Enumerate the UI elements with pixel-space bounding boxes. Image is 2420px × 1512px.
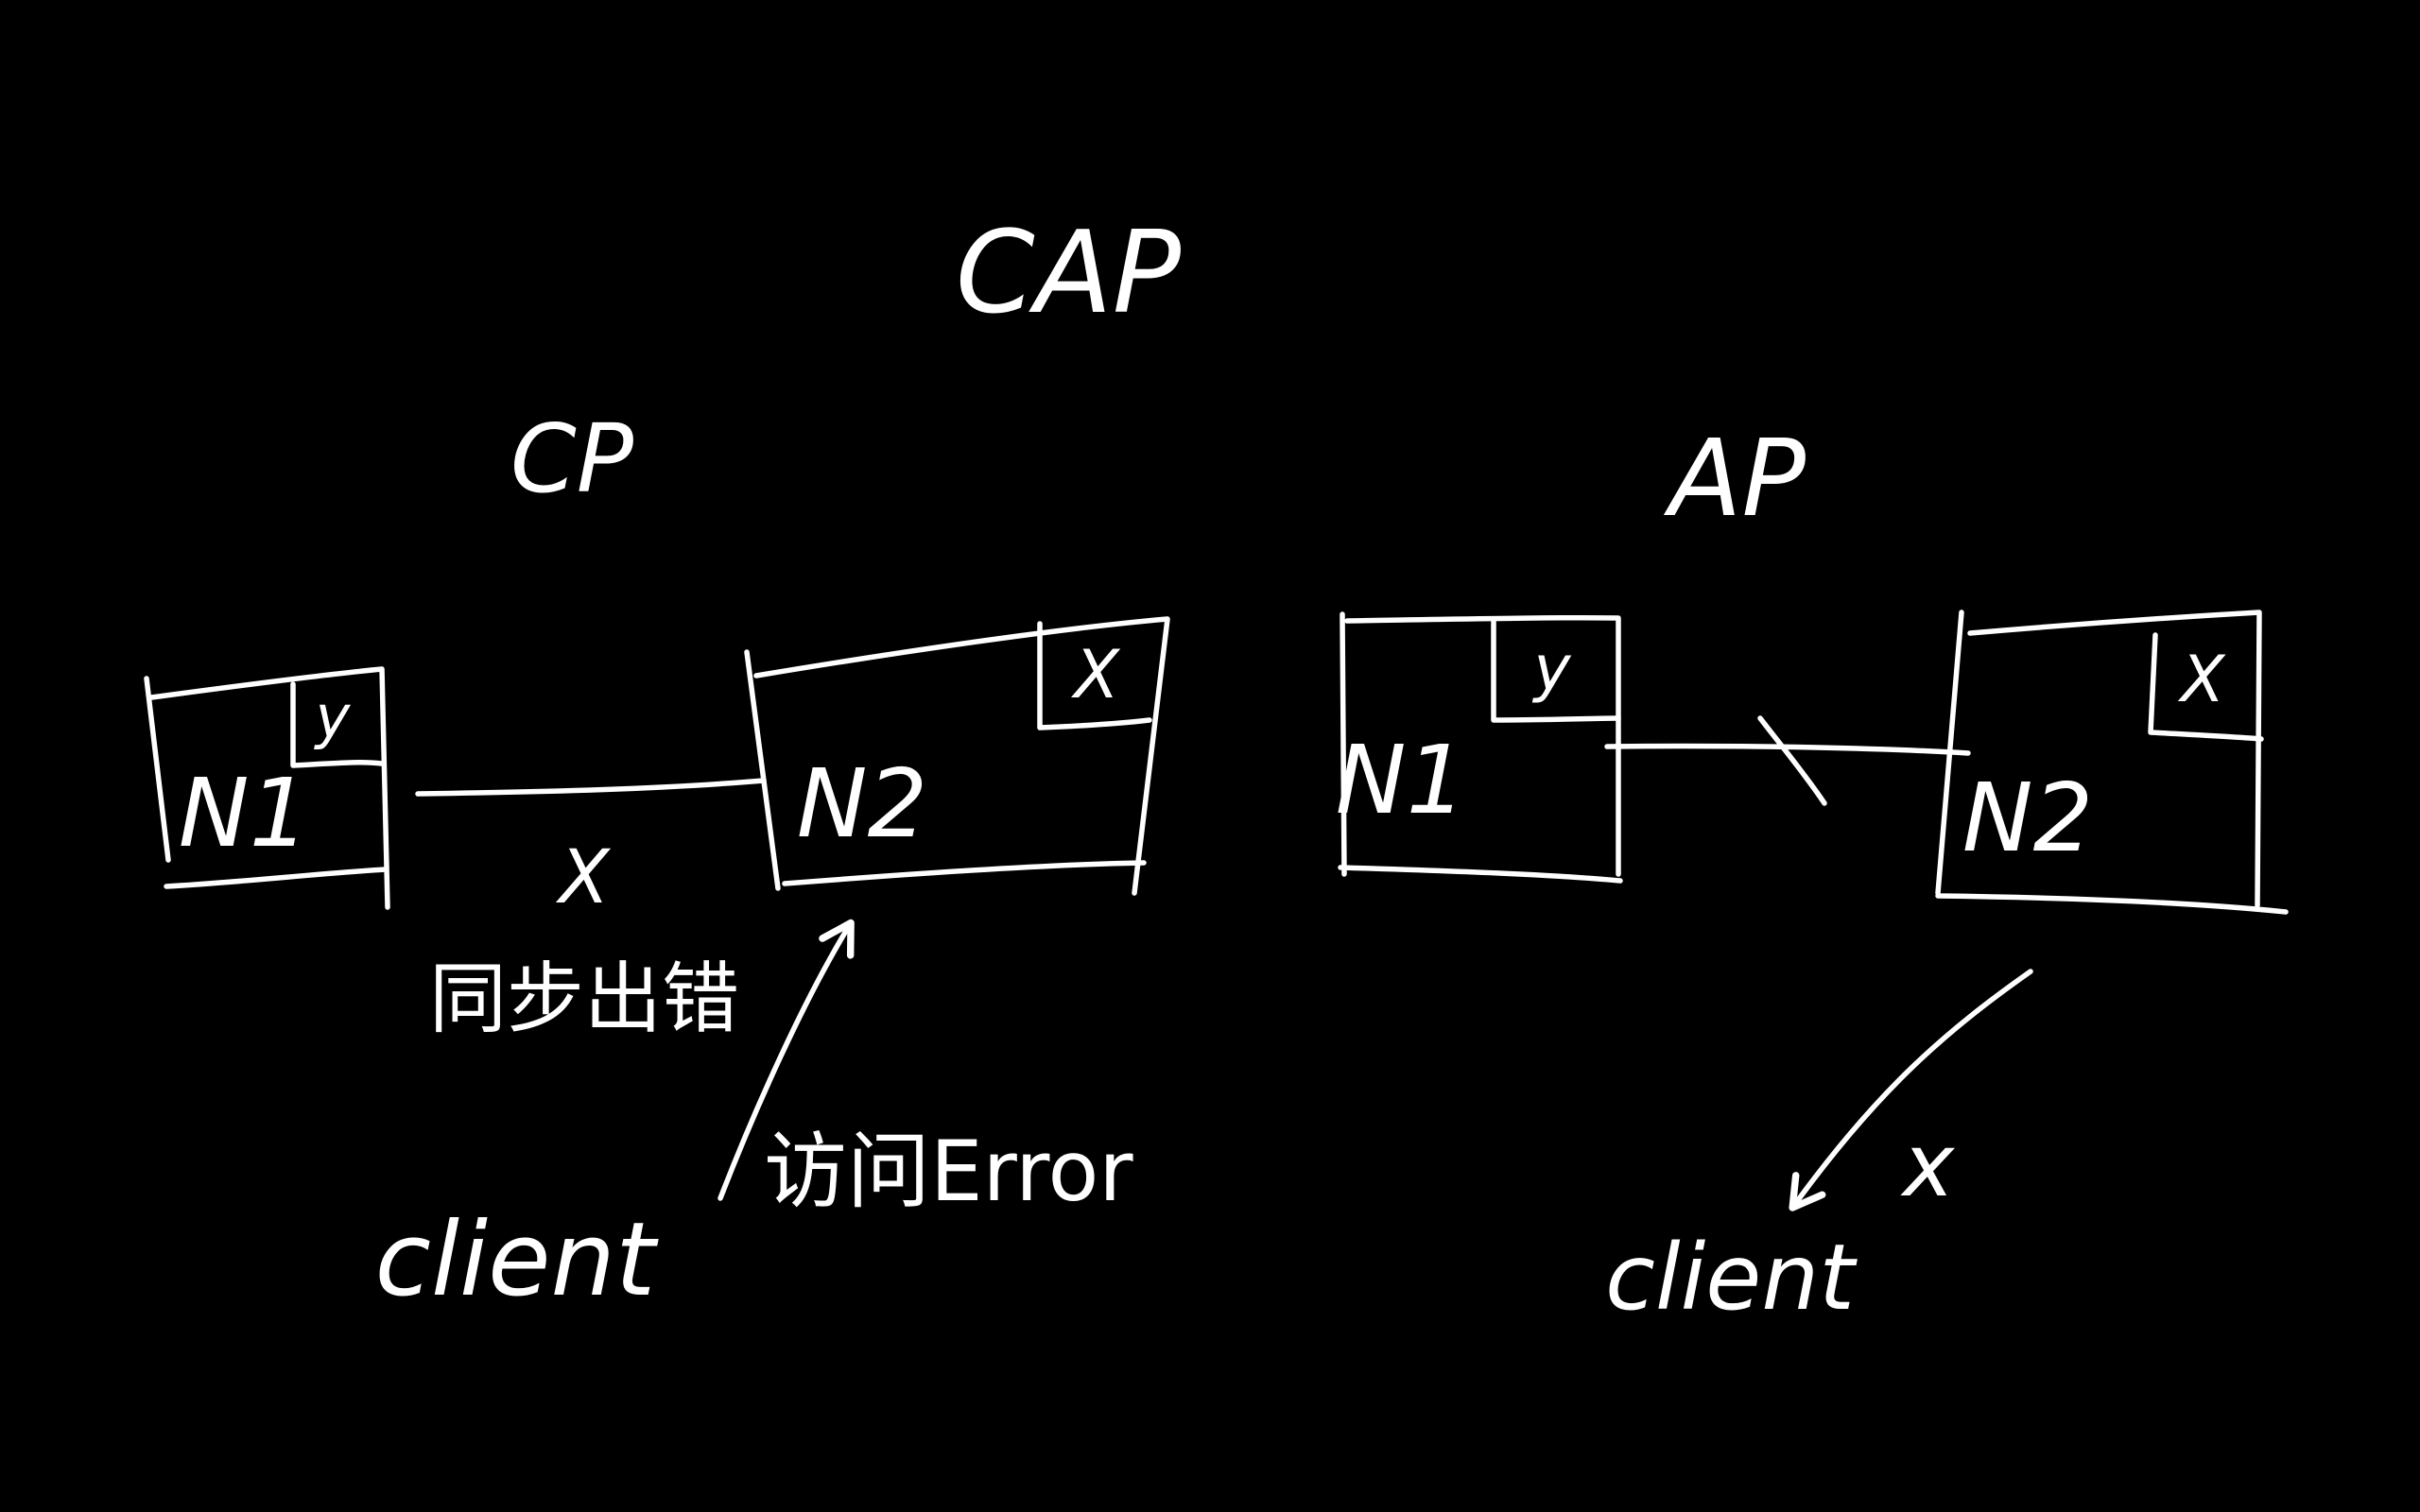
diagram-title: CAP [956, 208, 1182, 339]
cp-node-n1-name: N1 [179, 758, 309, 868]
cp-sync-error: 同步出错 [429, 954, 739, 1044]
ap-node-n1-value: y [1531, 632, 1571, 705]
cp-request-arrow [717, 919, 855, 1201]
cp-node-n1-value: y [314, 682, 352, 751]
ap-section: AP y N1 X N2 x client [1336, 418, 2289, 1331]
ap-node-n2-value-box [2148, 632, 2264, 742]
ap-link [1604, 743, 1971, 756]
ap-node-n2-box [1935, 610, 2289, 915]
cp-node-n1-box [144, 666, 390, 910]
cp-node-n1-value-box [290, 681, 385, 768]
ap-node-n1-name: N1 [1336, 725, 1466, 835]
cp-node-n2-name: N2 [797, 748, 927, 859]
ap-client: client [1605, 1225, 1858, 1331]
cp-link-mark: X [555, 835, 611, 920]
ap-node-n2: X N2 [1935, 610, 2289, 915]
cp-section: CP y N1 X 同步出错 X N2 访问Error client [144, 404, 1170, 1319]
ap-node-n1-value-box [1491, 619, 1621, 723]
cp-node-n2-box [744, 616, 1170, 896]
ap-node-n2-name: N2 [1962, 763, 2093, 873]
ap-link-cut-mark [1757, 715, 1827, 806]
ap-label: AP [1664, 418, 1806, 541]
cp-label: CP [510, 404, 634, 514]
cp-node-n2-value: X [1070, 636, 1121, 713]
ap-response-value: x [1900, 1115, 1956, 1216]
cp-node-n1: y N1 [144, 666, 390, 910]
ap-node-n1-box [1338, 611, 1623, 884]
ap-node-n2-value: X [2178, 643, 2226, 717]
cp-node-n2-value-box [1037, 621, 1152, 730]
cp-node-n2: X N2 [744, 616, 1170, 896]
cp-client: client [375, 1201, 659, 1319]
ap-response-arrow [1789, 969, 2033, 1211]
cp-link [415, 778, 767, 797]
ap-node-n1: y N1 [1336, 611, 1623, 884]
cp-access-error: 访问Error [764, 1123, 1133, 1220]
